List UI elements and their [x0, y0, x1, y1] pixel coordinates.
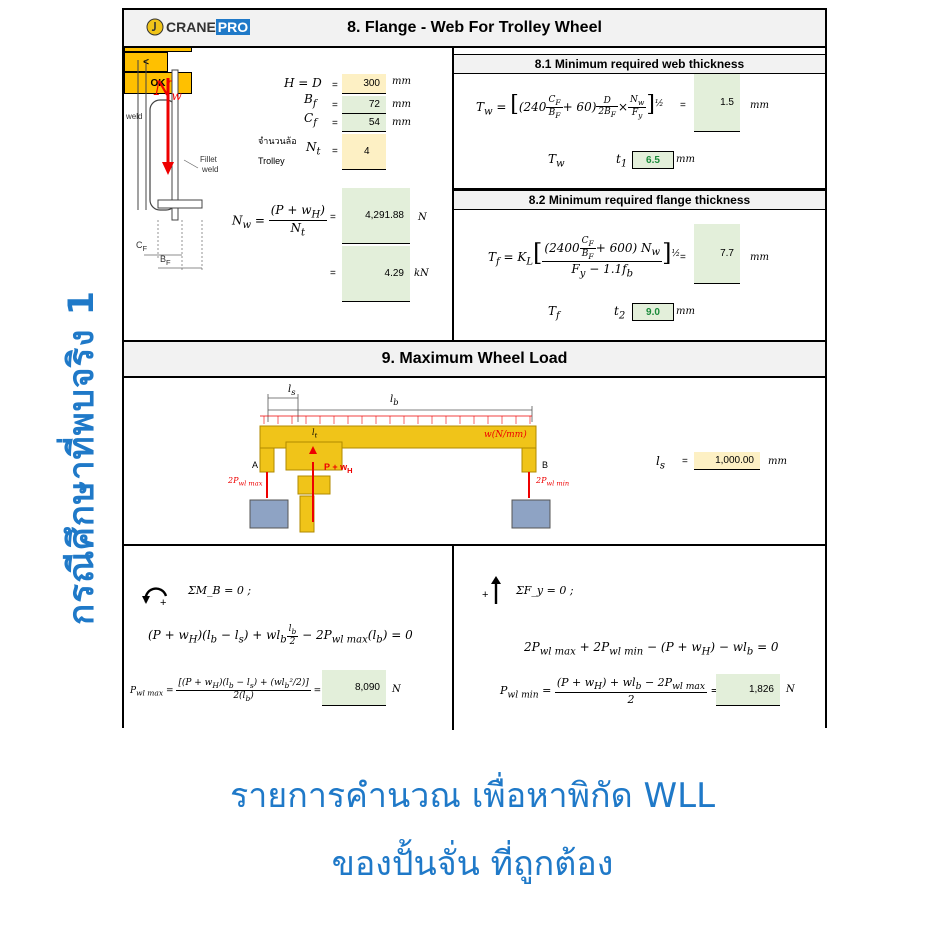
eq-sign: = — [680, 100, 686, 111]
moment-equation: ΣM_B = 0 ; — [188, 584, 252, 597]
overhead-crane-diagram — [249, 394, 551, 533]
support-a-label: A — [252, 460, 259, 470]
nw-formula: Nw = (P + wH)Nt — [232, 203, 327, 239]
fillet-label: Fillet — [200, 155, 217, 164]
nt-thai-label: จำนวนล้อ — [258, 136, 297, 146]
divider — [124, 544, 825, 546]
eq-sign: = — [332, 118, 338, 129]
t1-label: t1 — [616, 152, 628, 170]
bf-label: Bf — [304, 92, 317, 110]
force-equation: ΣF_y = 0 ; — [516, 584, 574, 597]
p-label: P + wH — [324, 462, 353, 475]
moment-icon: + — [142, 587, 168, 608]
h-value-cell[interactable]: 300 — [342, 74, 386, 94]
nw-unit-kn: kN — [414, 268, 429, 279]
eq-sign: = — [330, 268, 336, 279]
load-label: w(N/mm) — [484, 430, 527, 440]
cf-value-cell: 54 — [342, 114, 386, 132]
section82-header: 8.2 Minimum required flange thickness — [454, 190, 825, 210]
caption-line-1: รายการคำนวณ เพื่อหาพิกัด WLL — [229, 776, 716, 816]
h-unit: mm — [392, 76, 411, 87]
tw-label: Tw — [548, 152, 565, 170]
support-b-label: B — [542, 460, 549, 470]
tf-unit: mm — [750, 252, 769, 263]
cranepro-logo: CRANE PRO — [146, 18, 251, 36]
section8-header: CRANE PRO 8. Flange - Web For Trolley Wh… — [124, 10, 825, 48]
eq-sign: = — [332, 80, 338, 91]
tf-value-cell: 7.7 — [694, 224, 740, 284]
crane-hook-icon — [146, 18, 164, 36]
section81-header: 8.1 Minimum required web thickness — [454, 54, 825, 74]
pmin-unit: N — [786, 684, 795, 695]
weld-label: weld — [126, 112, 143, 121]
section8-title: 8. Flange - Web For Trolley Wheel — [347, 19, 602, 36]
logo-pro: PRO — [215, 19, 251, 35]
bf-dim-label: BF — [160, 254, 171, 267]
bf-value-cell: 72 — [342, 96, 386, 114]
nt-value-cell[interactable]: 4 — [342, 134, 386, 170]
ls-label: ls — [656, 454, 665, 472]
ls-dim-label: ls — [288, 384, 296, 397]
ls-unit: mm — [768, 456, 787, 467]
eq-sign: = — [330, 212, 336, 223]
side-caption-text: กรณีศึกษาที่พบจริง 1 — [61, 289, 102, 625]
t2-unit: mm — [676, 306, 695, 317]
eq-sign: = — [332, 146, 338, 157]
pmax-diagram-label: 2Pwl max — [228, 476, 263, 488]
tw-unit: mm — [750, 100, 769, 111]
pmin-value-cell: 1,826 — [716, 674, 780, 706]
section9-header: 9. Maximum Wheel Load — [124, 342, 825, 378]
force-up-icon: + — [482, 576, 501, 604]
fillet-weld-label: weld — [202, 165, 219, 174]
divider — [454, 188, 825, 190]
t2-value-cell: 9.0 — [632, 303, 674, 321]
divider — [452, 546, 454, 730]
eq-sign: = — [680, 252, 686, 263]
cf-unit: mm — [392, 117, 411, 128]
tw-value-cell: 1.5 — [694, 74, 740, 132]
flange-web-diagram — [137, 60, 203, 270]
nw-label: Nw — [154, 76, 182, 103]
divider — [452, 46, 454, 340]
pmax-unit: N — [392, 684, 401, 695]
t1-unit: mm — [676, 154, 695, 165]
eq-sign: = — [332, 100, 338, 111]
nw-value-n-cell: 4,291.88 — [342, 188, 410, 244]
ls-value-cell[interactable]: 1,000.00 — [694, 452, 760, 470]
calculation-sheet: CRANE PRO 8. Flange - Web For Trolley Wh… — [122, 8, 827, 730]
nt-label: Nt — [306, 140, 321, 158]
pmin-diagram-label: 2Pwl min — [536, 476, 570, 488]
tf-label: Tf — [548, 304, 560, 322]
nt-trolley-label: Trolley — [258, 156, 285, 166]
cf-dim-label: CF — [136, 240, 148, 253]
caption-line-2: ของปั้นจั่น ที่ถูกต้อง — [331, 844, 614, 884]
force-expansion: 2Pwl max + 2Pwl min − (P + wH) − wlb = 0 — [524, 640, 779, 658]
svg-text:+: + — [160, 597, 166, 608]
t1-value-cell: 6.5 — [632, 151, 674, 169]
logo-crane: CRANE — [166, 19, 216, 35]
lb-dim-label: lb — [390, 394, 399, 407]
h-label: H = D — [284, 76, 322, 90]
cf-label: Cf — [304, 111, 317, 129]
divider — [124, 340, 825, 342]
nw-unit-n: N — [418, 212, 427, 223]
nw-value-kn-cell: 4.29 — [342, 246, 410, 302]
bf-unit: mm — [392, 99, 411, 110]
svg-text:+: + — [482, 589, 488, 601]
lt-dim-label: lt — [312, 428, 318, 440]
t2-label: t2 — [614, 304, 626, 322]
pmax-formula: Pwl max = [(P + wH)(lb − ls) + (wlb²/2)]… — [130, 678, 322, 703]
eq-sign: = — [682, 456, 688, 467]
pmax-value-cell: 8,090 — [322, 670, 386, 706]
